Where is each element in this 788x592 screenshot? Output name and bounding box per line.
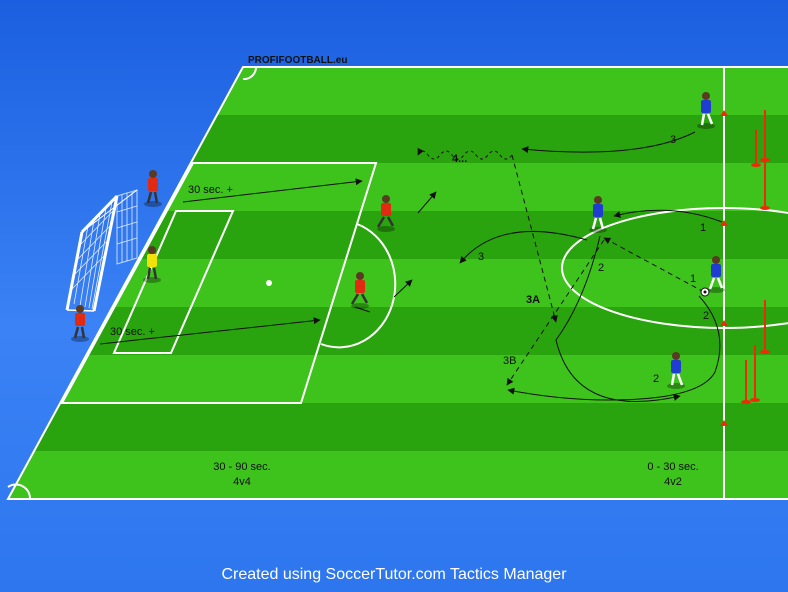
arrow-red-bottom	[393, 279, 413, 298]
pitch	[8, 67, 788, 499]
label-pass-1b: 1	[690, 273, 696, 285]
arrow-red-top	[417, 191, 437, 214]
label-right-zone-format: 4v2	[664, 476, 682, 488]
movement-arrows	[99, 131, 723, 403]
labels: PROFIFOOTBALL.eu 30 sec. + 30 sec. + 30 …	[110, 55, 709, 488]
player-figure-icon	[707, 256, 725, 293]
label-pass-2c: 2	[653, 373, 659, 385]
arrow-red-run	[354, 306, 371, 313]
arrow-run-3A	[511, 154, 558, 323]
goal-area	[112, 210, 235, 354]
label-continue-4: 4...	[452, 153, 467, 165]
arrow-top-box	[182, 178, 363, 203]
corner-arc-bottom	[7, 483, 32, 500]
cone-icon	[720, 320, 728, 326]
player-figure-icon	[350, 272, 369, 309]
arrow-bottom-box	[99, 317, 321, 345]
label-bottom-box-time: 30 sec. +	[110, 326, 155, 338]
player-figure-icon	[71, 305, 89, 342]
penalty-spot	[266, 280, 272, 286]
player-figure-icon	[144, 170, 162, 207]
cone-icon	[720, 220, 728, 226]
arrow-run-1b	[603, 237, 705, 293]
player-figure-icon	[667, 352, 685, 389]
goal	[65, 189, 138, 312]
watermark: PROFIFOOTBALL.eu	[248, 55, 347, 66]
arrow-pass-1a	[613, 209, 723, 223]
label-run-3A: 3A	[526, 294, 540, 306]
cone-icon	[720, 110, 728, 116]
pole-icon	[760, 300, 770, 354]
pole-icon	[741, 360, 751, 404]
label-pass-2b: 2	[703, 310, 709, 322]
equipment	[720, 110, 770, 426]
label-right-zone-time: 0 - 30 sec.	[647, 461, 698, 473]
arrow-dribble-4	[417, 147, 513, 160]
penalty-area	[60, 162, 378, 404]
arrow-pass-3b	[459, 231, 588, 264]
pole-icon	[760, 155, 770, 210]
label-left-zone-format: 4v4	[233, 476, 251, 488]
player-figure-icon	[376, 195, 395, 232]
label-run-3B: 3B	[503, 355, 516, 367]
player-figure-icon	[697, 92, 715, 129]
goalkeeper-figure-icon	[143, 246, 161, 283]
football-icon	[700, 287, 710, 297]
footer-credit: Created using SoccerTutor.com Tactics Ma…	[221, 566, 567, 583]
label-top-box-time: 30 sec. +	[188, 184, 233, 196]
label-pass-3b: 3	[478, 251, 484, 263]
players	[71, 92, 725, 389]
arrow-pass-3a	[521, 131, 696, 154]
label-pass-2a: 2	[598, 262, 604, 274]
pole-icon	[750, 345, 760, 402]
pitch-markings	[6, 66, 788, 500]
penalty-arc	[320, 223, 397, 349]
cone-icon	[720, 420, 728, 426]
player-figure-icon	[589, 196, 607, 233]
label-left-zone-time: 30 - 90 sec.	[213, 461, 270, 473]
touchline	[6, 66, 788, 500]
pole-icon	[751, 130, 761, 167]
label-pass-1a: 1	[700, 222, 706, 234]
arrow-pass-2b	[507, 295, 721, 401]
arrow-pass-2a	[555, 235, 681, 403]
label-pass-3a: 3	[670, 134, 676, 146]
arrow-run-3B	[506, 239, 605, 386]
centre-circle	[561, 207, 788, 329]
dashed-arrows	[506, 154, 705, 386]
corner-arc-top	[242, 66, 258, 81]
